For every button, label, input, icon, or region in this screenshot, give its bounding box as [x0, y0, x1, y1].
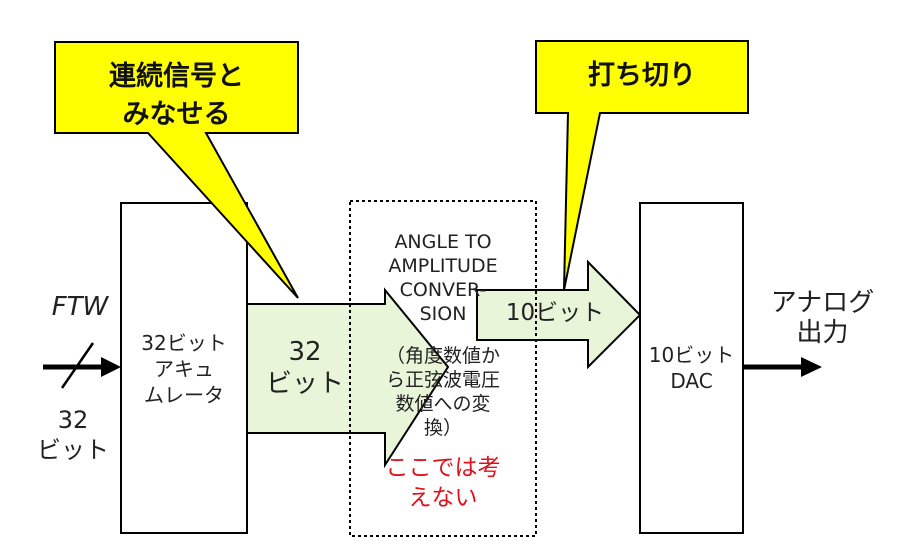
conversion-japanese-line3: 数値への変 [395, 393, 491, 415]
conversion-box [349, 200, 537, 537]
callout-truncate-text: 打ち切り [536, 60, 748, 91]
input-width-line2: ビット [37, 436, 109, 464]
callout-continuous-line1: 連続信号と [109, 61, 244, 92]
conversion-english-line4: SION [419, 303, 467, 325]
bus-32bit-label: 32 ビット [255, 336, 355, 400]
dac-line2: DAC [670, 369, 713, 393]
output-arrowhead [801, 357, 822, 377]
output-line1: アナログ [770, 288, 875, 318]
callout-continuous-bubble [54, 41, 299, 299]
conversion-english-line2: AMPLITUDE [388, 255, 498, 277]
conversion-japanese-line2: ら正弦波電圧 [385, 369, 500, 391]
bus-10bit-label: 10ビット [505, 300, 605, 326]
conversion-english-line3: CONVER- [399, 279, 487, 301]
bus-32bit-line1: 32 [288, 337, 322, 367]
output-line2: 出力 [796, 318, 849, 348]
callout-truncate-line1: 打ち切り [588, 60, 696, 91]
bus-32bit-arrow [246, 287, 450, 469]
conversion-note-label: ここでは考 えない [350, 453, 536, 513]
callout-continuous-line2: みなせる [122, 99, 231, 130]
bus-width-slash [60, 342, 95, 389]
bus-10bit-arrow [476, 259, 642, 370]
conversion-japanese-line4: 換） [423, 417, 462, 439]
bus-32bit-line2: ビット [265, 369, 344, 399]
accumulator-label: 32ビット アキュ ムレータ [121, 330, 247, 408]
conversion-english-label: ANGLE TO AMPLITUDE CONVER- SION [350, 230, 536, 326]
ftw-label: FTW [51, 292, 109, 322]
callout-truncate-bubble [535, 40, 749, 291]
output-label: アナログ 出力 [760, 288, 885, 348]
conversion-note-line2: えない [408, 485, 478, 511]
accumulator-block [120, 202, 248, 534]
input-width-line1: 32 [57, 406, 89, 434]
callout-continuous-text: 連続信号と みなせる [55, 58, 298, 134]
conversion-japanese-line1: （角度数値か [385, 345, 500, 367]
dac-line1: 10ビット [648, 343, 735, 367]
dac-label: 10ビット DAC [640, 342, 743, 394]
conversion-japanese-label: （角度数値か ら正弦波電圧 数値への変 換） [350, 344, 536, 440]
accumulator-line1: 32ビット [141, 331, 227, 355]
input-width-label: 32 ビット [28, 405, 118, 465]
dac-block [639, 202, 744, 534]
conversion-note-line1: ここでは考 [385, 455, 501, 481]
conversion-english-line1: ANGLE TO [394, 231, 492, 253]
input-arrowhead [101, 357, 121, 377]
accumulator-line2: アキュ [154, 357, 214, 381]
accumulator-line3: ムレータ [144, 383, 224, 407]
